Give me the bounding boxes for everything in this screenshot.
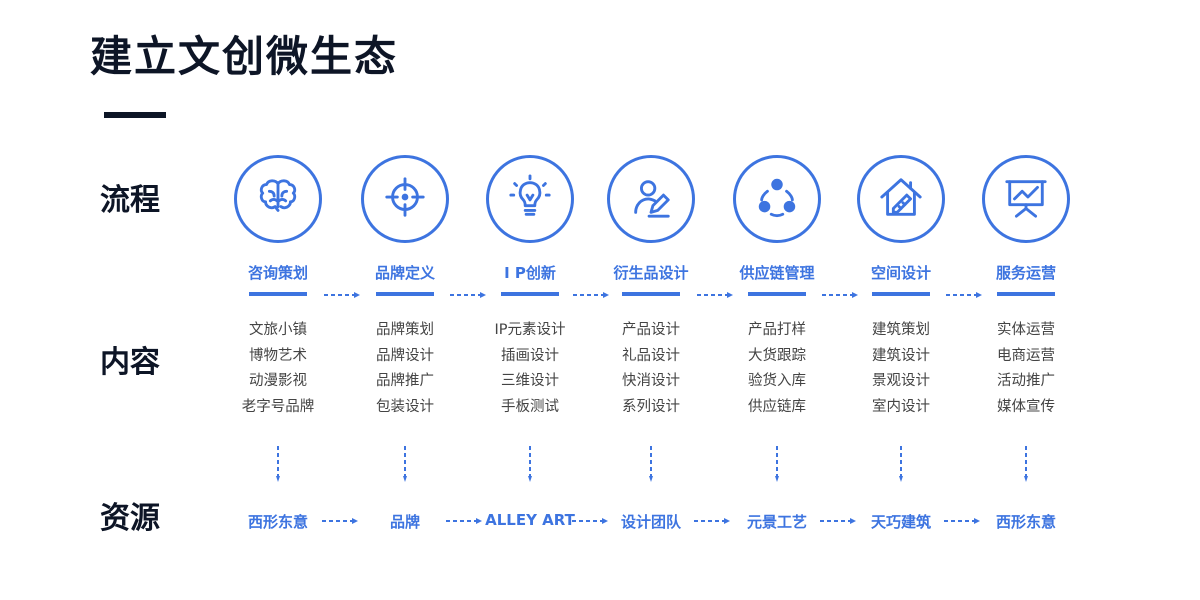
right-arrow-icon xyxy=(572,518,608,524)
stage-name: 供应链管理 xyxy=(739,264,815,282)
list-item: 实体运营 xyxy=(997,322,1055,338)
right-arrow-icon xyxy=(324,292,360,298)
list-item: 产品打样 xyxy=(748,322,806,338)
list-item: 系列设计 xyxy=(622,398,680,415)
right-arrow-icon xyxy=(694,518,730,524)
brain-icon xyxy=(255,174,301,224)
presentation-chart-icon xyxy=(1003,174,1049,224)
stage-items: 品牌策划 品牌设计 品牌推广 包装设计 xyxy=(327,318,483,420)
stage-name: 品牌定义 xyxy=(374,264,435,282)
list-item: 三维设计 xyxy=(501,373,559,389)
stage-icon-circle xyxy=(607,155,695,243)
row-label-process: 流程 xyxy=(100,183,160,218)
down-arrow-icon xyxy=(528,446,532,482)
title-underline xyxy=(104,112,166,118)
stage-name: 空间设计 xyxy=(870,264,931,282)
right-arrow-icon xyxy=(446,518,482,524)
stage-items: 实体运营 电商运营 活动推广 媒体宣传 xyxy=(948,318,1104,420)
right-arrow-icon xyxy=(822,292,858,298)
resource-label: ALLEY ART xyxy=(485,511,575,529)
resource-label: 品牌 xyxy=(389,513,420,531)
resource-label: 元景工艺 xyxy=(746,513,807,531)
list-item: 产品设计 xyxy=(622,322,680,338)
down-arrow-icon xyxy=(1024,446,1028,482)
resource-label: 设计团队 xyxy=(620,513,681,531)
right-arrow-icon xyxy=(946,292,982,298)
stage-underline xyxy=(872,292,930,296)
list-item: 品牌策划 xyxy=(376,322,434,338)
stage-icon-circle xyxy=(486,155,574,243)
list-item: 建筑设计 xyxy=(872,347,930,364)
down-arrow-icon xyxy=(899,446,903,482)
right-arrow-icon xyxy=(573,292,609,298)
resource-label: 西形东意 xyxy=(247,513,308,531)
down-arrow-icon xyxy=(775,446,779,482)
list-item: 包装设计 xyxy=(376,398,434,415)
row-label-content: 内容 xyxy=(100,345,160,380)
right-arrow-icon xyxy=(944,518,980,524)
stage-underline xyxy=(997,292,1055,296)
stage-underline xyxy=(249,292,307,296)
lightbulb-icon xyxy=(507,174,553,224)
list-item: 品牌设计 xyxy=(376,347,434,364)
list-item: IP元素设计 xyxy=(494,322,566,338)
stage-name: I P创新 xyxy=(504,264,556,282)
resource-label: 天巧建筑 xyxy=(870,513,931,531)
stage-items: 文旅小镇 博物艺术 动漫影视 老字号品牌 xyxy=(200,318,356,420)
user-edit-icon xyxy=(628,174,674,224)
page-title: 建立文创微生态 xyxy=(90,32,399,81)
list-item: 文旅小镇 xyxy=(249,322,307,338)
list-item: 动漫影视 xyxy=(249,373,307,389)
list-item: 礼品设计 xyxy=(622,347,680,364)
stage-underline xyxy=(501,292,559,296)
list-item: 电商运营 xyxy=(997,347,1055,364)
list-item: 活动推广 xyxy=(997,373,1055,389)
stage-underline xyxy=(376,292,434,296)
house-ruler-icon xyxy=(878,174,924,224)
stage-items: 建筑策划 建筑设计 景观设计 室内设计 xyxy=(823,318,979,420)
down-arrow-icon xyxy=(403,446,407,482)
list-item: 大货跟踪 xyxy=(748,347,806,364)
stage-name: 衍生品设计 xyxy=(613,264,689,282)
list-item: 验货入库 xyxy=(748,373,806,389)
down-arrow-icon xyxy=(649,446,653,482)
stage-items: IP元素设计 插画设计 三维设计 手板测试 xyxy=(452,318,608,420)
right-arrow-icon xyxy=(450,292,486,298)
list-item: 景观设计 xyxy=(872,373,930,389)
right-arrow-icon xyxy=(697,292,733,298)
list-item: 快消设计 xyxy=(622,373,680,389)
down-arrow-icon xyxy=(276,446,280,482)
stage-name: 咨询策划 xyxy=(247,264,308,282)
right-arrow-icon xyxy=(820,518,856,524)
row-label-resources: 资源 xyxy=(100,501,160,536)
list-item: 博物艺术 xyxy=(249,347,307,364)
stage-name: 服务运营 xyxy=(995,264,1056,282)
stage-items: 产品打样 大货跟踪 验货入库 供应链库 xyxy=(699,318,855,420)
stage-underline xyxy=(622,292,680,296)
network-icon xyxy=(754,174,800,224)
stage-icon-circle xyxy=(857,155,945,243)
list-item: 供应链库 xyxy=(748,398,806,415)
stage-underline xyxy=(748,292,806,296)
crosshair-icon xyxy=(382,174,428,224)
list-item: 媒体宣传 xyxy=(997,398,1055,415)
list-item: 室内设计 xyxy=(872,398,930,415)
list-item: 品牌推广 xyxy=(376,373,434,389)
right-arrow-icon xyxy=(322,518,358,524)
list-item: 老字号品牌 xyxy=(241,398,315,415)
list-item: 建筑策划 xyxy=(872,322,930,338)
stage-icon-circle xyxy=(361,155,449,243)
resource-label: 西形东意 xyxy=(995,513,1056,531)
list-item: 手板测试 xyxy=(501,398,559,415)
list-item: 插画设计 xyxy=(501,347,559,364)
stage-icon-circle xyxy=(234,155,322,243)
stage-items: 产品设计 礼品设计 快消设计 系列设计 xyxy=(573,318,729,420)
stage-icon-circle xyxy=(733,155,821,243)
stage-icon-circle xyxy=(982,155,1070,243)
